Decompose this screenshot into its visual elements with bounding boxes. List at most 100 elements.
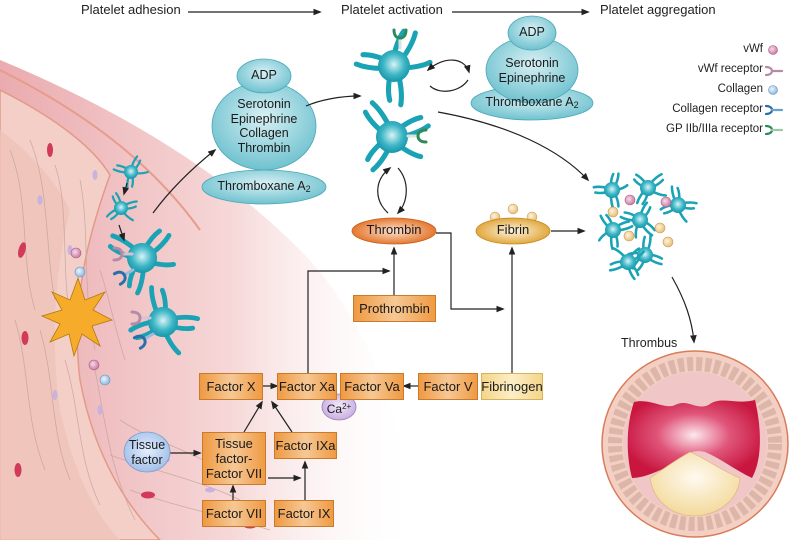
arrow-tfvii-to-x — [243, 400, 263, 433]
thrombin-loop-arrow — [396, 167, 407, 215]
activated-platelets — [353, 28, 433, 173]
fibrin-ball-icon — [662, 236, 674, 248]
factor-xa-box: Factor Xa — [277, 373, 337, 400]
mediator-left-item: Thrombin — [237, 140, 291, 155]
thromboxane-text: Thromboxane A — [485, 95, 574, 109]
collagen-circle-icon — [768, 85, 778, 95]
factor-v-box: Factor V — [418, 373, 478, 400]
mediator-right-adp: ADP — [519, 25, 545, 39]
activated-platelet-icon — [353, 28, 433, 108]
tissue-factor-line: factor — [131, 452, 163, 467]
activated-platelet-icon — [362, 100, 431, 173]
prothrombin-box: Prothrombin — [353, 295, 436, 322]
gp-receptor-icon — [406, 128, 428, 144]
stage-aggregation-label: Platelet aggregation — [600, 2, 716, 17]
vwf-ball-icon — [624, 194, 636, 206]
calcium-text: Ca — [326, 402, 343, 416]
vessel-injury-star-icon — [40, 276, 114, 358]
calcium-oval — [321, 393, 357, 421]
exchange-arrows — [426, 59, 471, 74]
fibrin-node — [475, 203, 551, 245]
factor-vii-box: Factor VII — [202, 500, 266, 527]
mediators-right — [470, 15, 594, 121]
mediator-left-item: Epinephrine — [230, 111, 298, 126]
vwf-receptor-icon — [130, 310, 152, 326]
vwf-receptor-icon — [764, 65, 784, 77]
factor-ixa-box: Factor IXa — [274, 432, 337, 459]
legend-collagen-label: Collagen — [717, 83, 763, 95]
mediator-right-item: Epinephrine — [498, 70, 566, 85]
arrow-xa-to-thrombin — [307, 267, 391, 373]
aggregated-platelet-icon — [592, 172, 629, 211]
thromboxane-text: Thromboxane A — [217, 179, 306, 193]
mediator-left-item: Serotonin — [237, 97, 291, 111]
calcium-label: Ca2+ — [322, 400, 356, 417]
vwf-ball-icon — [70, 247, 82, 259]
thrombus-cross-section — [601, 350, 789, 538]
thrombin-label: Thrombin — [366, 222, 422, 237]
collagen-ball-icon — [74, 266, 86, 278]
tissue-factor-label: Tissue factor — [124, 438, 170, 467]
adhering-platelet-icon — [107, 228, 177, 296]
small-platelet-icon — [112, 155, 149, 189]
mediators-left — [201, 58, 327, 205]
legend-symbols — [764, 45, 784, 136]
tf-vii-line: factor- — [215, 451, 253, 466]
fibrin-ball-icon — [607, 206, 619, 218]
tf-vii-line: Factor VII — [205, 466, 263, 481]
factor-ix-box: Factor IX — [274, 500, 334, 527]
aggregated-platelet-icon — [633, 172, 668, 206]
aggregated-platelet-icon — [659, 185, 698, 223]
small-platelet-icon — [105, 192, 138, 222]
exchange-arrows — [429, 79, 469, 92]
arrow-to-activation — [305, 92, 362, 107]
thromboxane-subscript: 2 — [573, 100, 579, 110]
mediator-right-list: Serotonin Epinephrine — [486, 56, 578, 85]
collagen-receptor-icon — [132, 332, 155, 350]
mediator-left-item: Collagen — [239, 126, 289, 140]
aggregated-platelets — [592, 172, 698, 281]
tf-vii-line: Tissue — [215, 436, 253, 451]
vwf-ball-icon — [88, 359, 100, 371]
gp-receptor-icon — [392, 28, 408, 50]
arrow-ixa-to-x — [271, 400, 293, 433]
gp-receptor-icon — [764, 124, 784, 136]
thrombus-label: Thrombus — [621, 336, 678, 350]
collagen-receptor-icon — [764, 104, 784, 116]
adhering-platelets — [105, 155, 201, 356]
mediator-left-adp: ADP — [251, 68, 277, 82]
aggregated-platelet-icon — [598, 213, 634, 250]
arrow-to-mediators — [152, 148, 217, 214]
aggregated-platelet-icon — [608, 247, 645, 281]
arrow-thrombin-to-fibrin-path — [436, 232, 505, 313]
mediator-left-list: Serotonin Epinephrine Collagen Thrombin — [212, 97, 316, 155]
vwf-circle-icon — [768, 45, 778, 55]
stage-activation-label: Platelet activation — [341, 2, 443, 17]
mediator-right-thromboxane: Thromboxane A2 — [471, 95, 593, 113]
arrow-to-aggregation — [437, 111, 590, 182]
tissue-factor-line: Tissue — [128, 438, 166, 452]
legend-gp-receptor-label: GP IIb/IIIa receptor — [666, 123, 763, 135]
adhering-platelet-icon — [128, 285, 201, 356]
vwf-ball-icon — [660, 196, 672, 208]
collagen-ball-icon — [99, 374, 111, 386]
thromboxane-subscript: 2 — [305, 184, 311, 194]
factor-va-box: Factor Va — [340, 373, 404, 400]
factor-x-box: Factor X — [199, 373, 263, 400]
arrow-to-thrombus — [671, 276, 697, 344]
legend-vwf-label: vWf — [743, 43, 763, 55]
legend-collagen-receptor-label: Collagen receptor — [672, 103, 763, 115]
mediator-right-item: Serotonin — [505, 56, 559, 70]
legend-vwf-receptor-label: vWf receptor — [697, 63, 763, 75]
thrombin-loop-arrow — [377, 166, 392, 214]
arrow — [118, 224, 126, 242]
fibrin-ball-icon — [623, 230, 635, 242]
tissue-factor-oval — [123, 431, 171, 473]
vwf-receptor-icon — [112, 246, 134, 262]
mediator-left-thromboxane: Thromboxane A2 — [202, 179, 326, 197]
stage-adhesion-label: Platelet adhesion — [81, 2, 181, 17]
thrombin-oval — [351, 217, 437, 245]
vessel-wall — [0, 60, 420, 540]
collagen-receptor-icon — [112, 268, 135, 286]
